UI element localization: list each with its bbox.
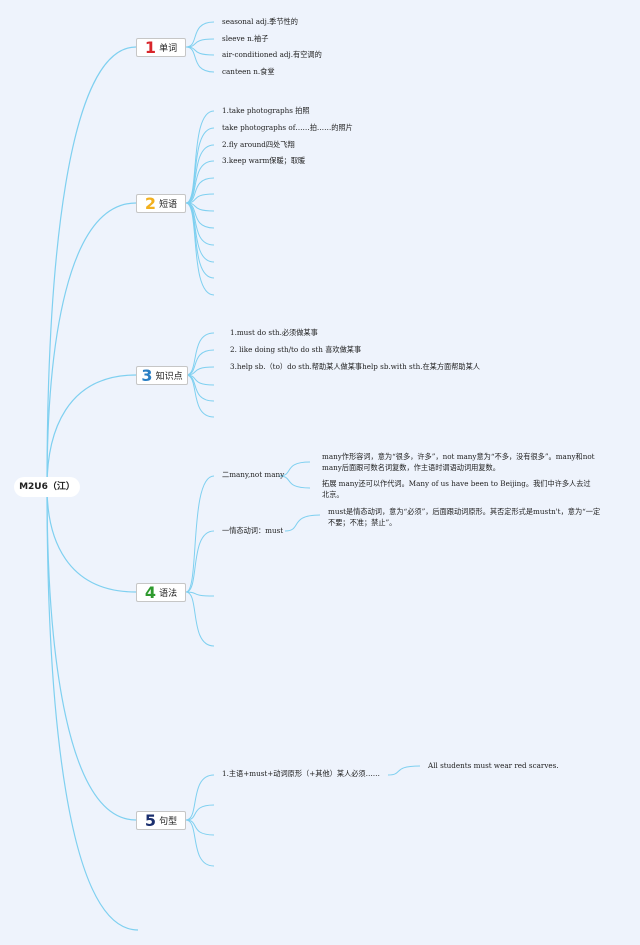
- connector-line: [185, 110, 215, 204]
- subtopic-many[interactable]: 二many,not many: [222, 470, 285, 479]
- connector-line: [185, 591, 215, 597]
- leaf-item: 3.keep warm保暖；取暖: [222, 156, 306, 165]
- leaf-item: many作形容词，意为“很多，许多”，not many意为“不多，没有很多”。m…: [322, 452, 595, 472]
- leaf-item: sleeve n.袖子: [222, 34, 269, 43]
- connector-line: [185, 177, 215, 204]
- connector-line: [185, 530, 215, 593]
- leaf-item: canteen n.食堂: [222, 67, 275, 76]
- connector-line: [185, 349, 215, 376]
- connector-line: [185, 202, 215, 296]
- root-branch-line: [46, 486, 139, 931]
- topic-knowledge-points[interactable]: 3 知识点: [136, 366, 188, 385]
- topic-number: 3: [141, 365, 153, 385]
- topic-number: 4: [144, 582, 157, 602]
- leaf-item: air-conditioned adj.有空调的: [222, 50, 322, 59]
- connector-line: [278, 461, 311, 477]
- root-branch-line: [46, 486, 137, 593]
- leaf-item: seasonal adj.季节性的: [222, 17, 298, 26]
- topic-label: 句型: [159, 817, 178, 827]
- leaf-item: 1.must do sth.必须做某事: [230, 328, 318, 337]
- connector-line: [185, 774, 215, 821]
- connector-line: [185, 46, 215, 73]
- connector-line: [185, 374, 215, 402]
- topic-label: 语法: [159, 589, 178, 599]
- connector-line: [185, 127, 215, 204]
- leaf-item: 1.take photographs 拍照: [222, 106, 310, 115]
- topic-sentence-patterns[interactable]: 5 句型: [136, 811, 186, 830]
- connector-line: [185, 819, 215, 867]
- connector-line: [185, 591, 215, 647]
- connector-line: [185, 202, 215, 263]
- leaf-item: 2. like doing sth/to do sth 喜欢做某事: [230, 345, 362, 354]
- topic-words[interactable]: 1 单词: [136, 38, 186, 57]
- leaf-item: must是情态动词，意为“必须”，后面跟动词原形。其否定形式是mustn't，意…: [328, 507, 601, 527]
- topic-number: 5: [144, 810, 157, 830]
- root-branch-line: [46, 486, 137, 821]
- connector-line: [278, 475, 311, 489]
- root-branch-line: [46, 374, 137, 488]
- connector-line: [284, 514, 321, 532]
- topic-number: 2: [144, 193, 157, 213]
- connector-line: [185, 160, 215, 204]
- leaf-item: 拓展 many还可以作代词。Many of us have been to Be…: [322, 479, 591, 499]
- subtopic-sentence[interactable]: 1.主语+must+动词原形（+其他）某人必须……: [222, 769, 380, 778]
- connector-line: [185, 804, 215, 821]
- leaf-item: 2.fly around四处飞翔: [222, 140, 295, 149]
- connector-line: [387, 765, 421, 776]
- leaf-item: take photographs of……拍……的照片: [222, 123, 353, 132]
- topic-phrases[interactable]: 2 短语: [136, 194, 186, 213]
- connector-line: [185, 374, 215, 418]
- connector-line: [185, 475, 215, 593]
- topic-label: 单词: [159, 44, 178, 54]
- subtopic-must[interactable]: 一情态动词：must: [222, 526, 284, 535]
- root-node[interactable]: M2U6（江）: [14, 477, 80, 497]
- topic-number: 1: [144, 37, 157, 57]
- root-branch-line: [46, 202, 137, 488]
- topic-grammar[interactable]: 4 语法: [136, 583, 186, 602]
- topic-label: 知识点: [155, 372, 183, 382]
- connector-line: [185, 202, 215, 279]
- leaf-item: All students must wear red scarves.: [428, 761, 559, 770]
- topic-label: 短语: [159, 200, 178, 210]
- leaf-item: 3.help sb.（to）do sth.帮助某人做某事help sb.with…: [230, 362, 480, 371]
- connector-line: [185, 21, 215, 48]
- root-branch-line: [46, 46, 137, 488]
